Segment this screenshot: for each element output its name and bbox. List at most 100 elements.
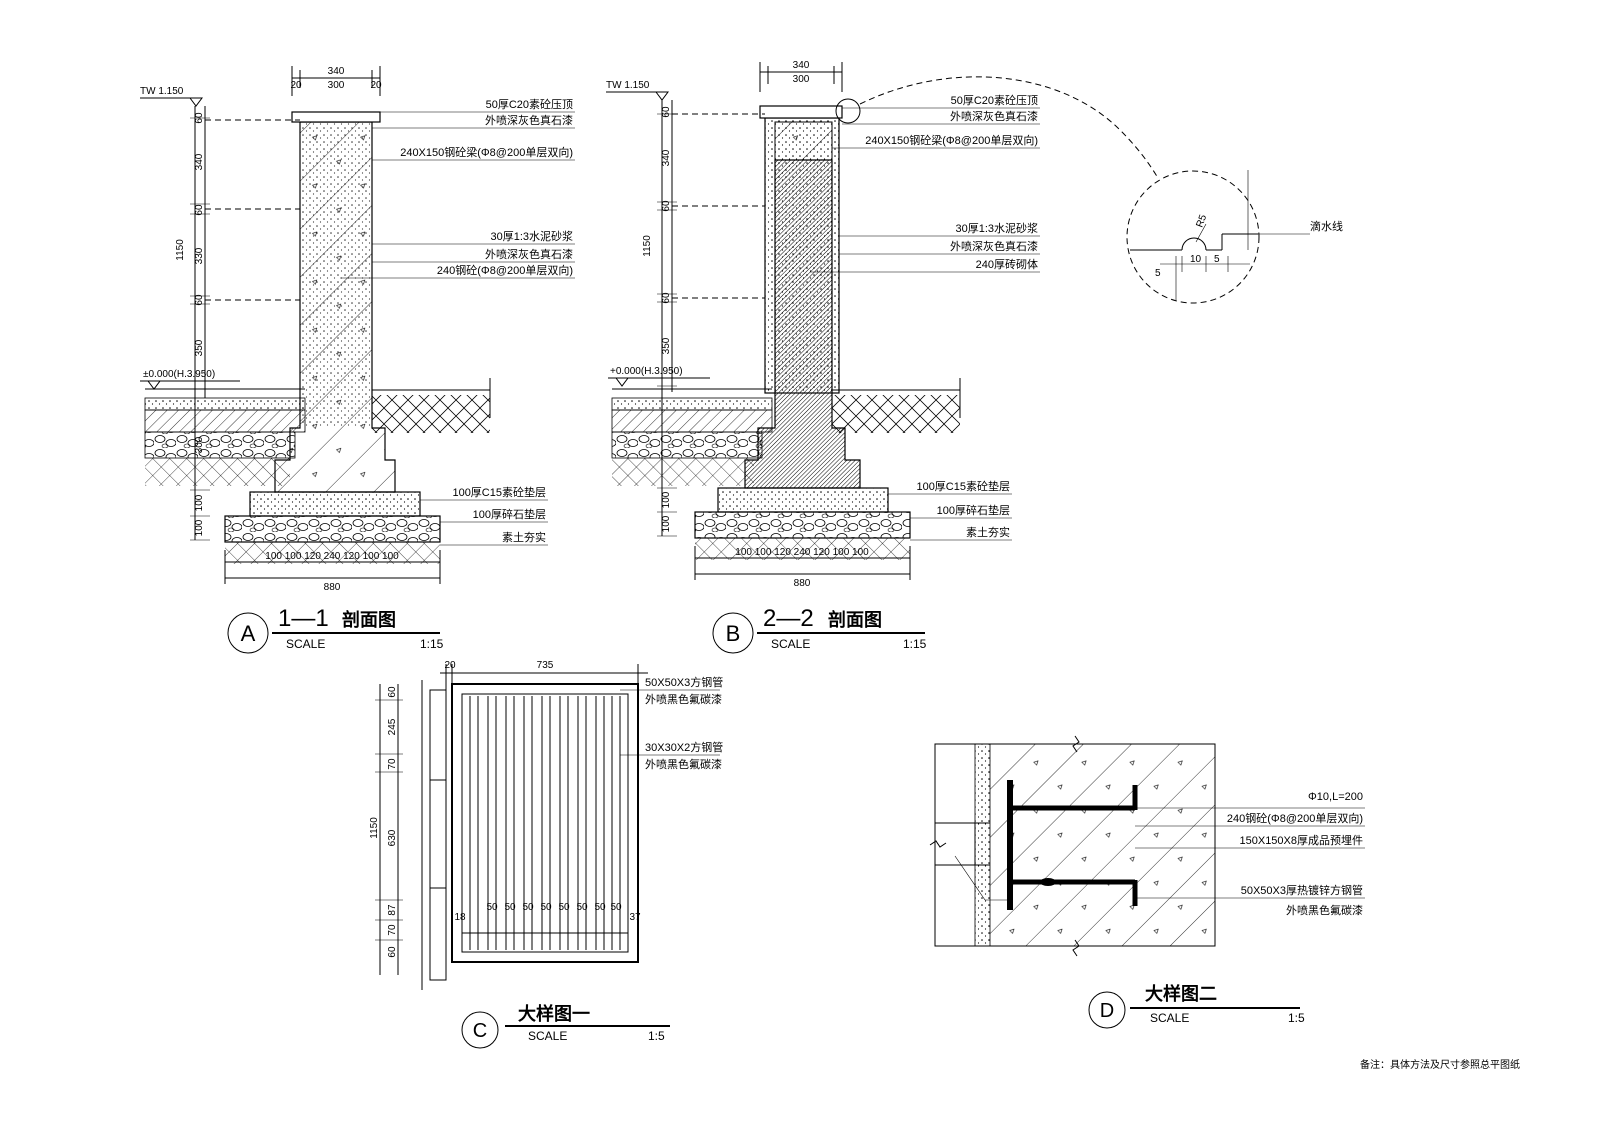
scale-value-b: 1:15 [903,637,927,651]
svg-text:外喷深灰色真石漆: 外喷深灰色真石漆 [950,109,1038,123]
svg-text:60: 60 [194,112,205,124]
scale-word-c: SCALE [528,1029,567,1043]
scale-value-d: 1:5 [1288,1011,1305,1025]
detail-marker-d: D [1100,1000,1114,1022]
dim-top-340-b: 340 [793,60,810,71]
svg-text:240钢砼(Φ8@200单层双向): 240钢砼(Φ8@200单层双向) [437,263,573,277]
detail-title-c: 大样图一 [518,1003,590,1024]
callout-d-3: 50X50X3厚热镀锌方钢管 [1241,883,1363,897]
svg-text:素土夯实: 素土夯实 [966,525,1010,539]
svg-text:100: 100 [194,519,205,536]
svg-text:240厚砖砌体: 240厚砖砌体 [976,257,1038,271]
svg-text:50: 50 [576,902,588,913]
callout-c-0: 50X50X3方钢管 [645,675,723,689]
svg-text:50: 50 [540,902,552,913]
svg-text:100厚碎石垫层: 100厚碎石垫层 [473,507,546,521]
svg-text:30厚1:3水泥砂浆: 30厚1:3水泥砂浆 [490,229,573,243]
drip-dim-5b: 5 [1214,254,1220,265]
svg-text:50: 50 [594,902,606,913]
svg-text:240X150钢砼梁(Φ8@200单层双向): 240X150钢砼梁(Φ8@200单层双向) [865,133,1038,147]
tw-mark-b: TW 1.150 [606,80,650,91]
svg-text:外喷深灰色真石漆: 外喷深灰色真石漆 [950,239,1038,253]
svg-text:340: 340 [194,153,205,170]
section-marker-b: B [726,621,741,646]
dim-bottom-total-b: 880 [794,578,811,589]
svg-text:60: 60 [387,946,398,958]
svg-text:60: 60 [661,200,672,212]
ground-mark-a: ±0.000(H.3.950) [143,369,215,380]
detail-marker-circle-d [1088,991,1126,1029]
left-dims-c: 60 245 70 1150 630 87 70 60 [369,686,398,958]
svg-text:100厚C15素砼垫层: 100厚C15素砼垫层 [916,479,1010,493]
svg-text:350: 350 [194,339,205,356]
svg-text:100厚C15素砼垫层: 100厚C15素砼垫层 [452,485,546,499]
drip-dim-5a: 5 [1155,268,1161,279]
drip-label: 滴水线 [1310,219,1343,233]
svg-text:1150: 1150 [175,239,186,261]
dim-bottom-total-a: 880 [324,582,341,593]
svg-text:630: 630 [387,829,398,846]
section-a: 340 300 20 20 60 340 60 330 60 350 1150 … [140,66,575,654]
dim-c-top-20: 20 [444,660,456,671]
callout-c-3: 外喷黑色氟碳漆 [645,757,722,771]
svg-text:330: 330 [194,247,205,264]
svg-text:50: 50 [610,902,622,913]
detail-marker-circle-c [461,1011,499,1049]
ground-mark-b: +0.000(H.3.950) [610,366,683,377]
svg-text:1150: 1150 [642,235,653,257]
svg-text:100厚碎石垫层: 100厚碎石垫层 [937,503,1010,517]
svg-text:60: 60 [387,686,398,698]
dim-bottom-parts-b: 100 100 120 240 120 100 100 [735,547,869,558]
callout-c-2: 30X30X2方钢管 [645,740,723,754]
callout-d-1: 240钢砼(Φ8@200单层双向) [1227,811,1363,825]
svg-text:100: 100 [194,494,205,511]
section-title-num-b: 2—2 [763,605,814,632]
svg-text:60: 60 [194,204,205,216]
section-b: 340 300 60 340 60 1150 60 350 100 100 TW… [606,60,1159,654]
scale-value-c: 1:5 [648,1029,665,1043]
svg-text:50: 50 [522,902,534,913]
detail-marker-c: C [473,1020,487,1042]
svg-text:240X150钢砼梁(Φ8@200单层双向): 240X150钢砼梁(Φ8@200单层双向) [400,145,573,159]
dim-bottom-parts-a: 100 100 120 240 120 100 100 [265,551,399,562]
drip-dim-10: 10 [1190,254,1202,265]
svg-text:60: 60 [194,294,205,306]
scale-value-a: 1:15 [420,637,444,651]
scale-word-b: SCALE [771,637,810,651]
scale-word-d: SCALE [1150,1011,1189,1025]
svg-text:300: 300 [194,436,205,453]
section-marker-a: A [241,621,256,646]
svg-text:60: 60 [661,292,672,304]
callout-d-2: 150X150X8厚成品预埋件 [1240,834,1364,847]
dim-top-300-b: 300 [793,74,810,85]
svg-text:37: 37 [629,912,641,923]
callout-c-1: 外喷黑色氟碳漆 [645,692,722,706]
footer-note: 备注：具体方法及尺寸参照总平图纸 [1360,1058,1520,1071]
dim-c-top-735: 735 [537,660,554,671]
left-dims-a: 60 340 60 330 60 350 1150 300 100 100 [175,112,205,536]
svg-text:340: 340 [661,149,672,166]
section-marker-circle-b [712,612,754,654]
svg-text:素土夯实: 素土夯实 [502,530,546,544]
detail-c: 20 735 60 245 70 1150 630 87 70 60 18 50… [369,660,723,1049]
left-dims-b: 60 340 60 1150 60 350 100 100 [642,106,672,532]
callouts-a: 50厚C20素砼压顶 外喷深灰色真石漆 240X150钢砼梁(Φ8@200单层双… [340,98,575,546]
section-marker-circle-a [227,612,269,654]
svg-text:100: 100 [661,491,672,508]
callout-d-4: 外喷黑色氟碳漆 [1286,903,1363,917]
svg-text:18: 18 [454,912,466,923]
svg-text:70: 70 [387,758,398,770]
svg-text:30厚1:3水泥砂浆: 30厚1:3水泥砂浆 [955,221,1038,235]
dim-top-20b: 20 [370,80,382,91]
detail-d: Φ10,L=200 240钢砼(Φ8@200单层双向) 150X150X8厚成品… [929,735,1365,1029]
section-title-a: 剖面图 [342,609,396,630]
svg-text:外喷深灰色真石漆: 外喷深灰色真石漆 [485,113,573,127]
scale-word-a: SCALE [286,637,325,651]
svg-text:50: 50 [486,902,498,913]
svg-text:350: 350 [661,337,672,354]
dim-top-20a: 20 [290,80,302,91]
dim-top-340: 340 [328,66,345,77]
detail-title-d: 大样图二 [1145,983,1217,1004]
svg-text:1150: 1150 [369,817,380,839]
